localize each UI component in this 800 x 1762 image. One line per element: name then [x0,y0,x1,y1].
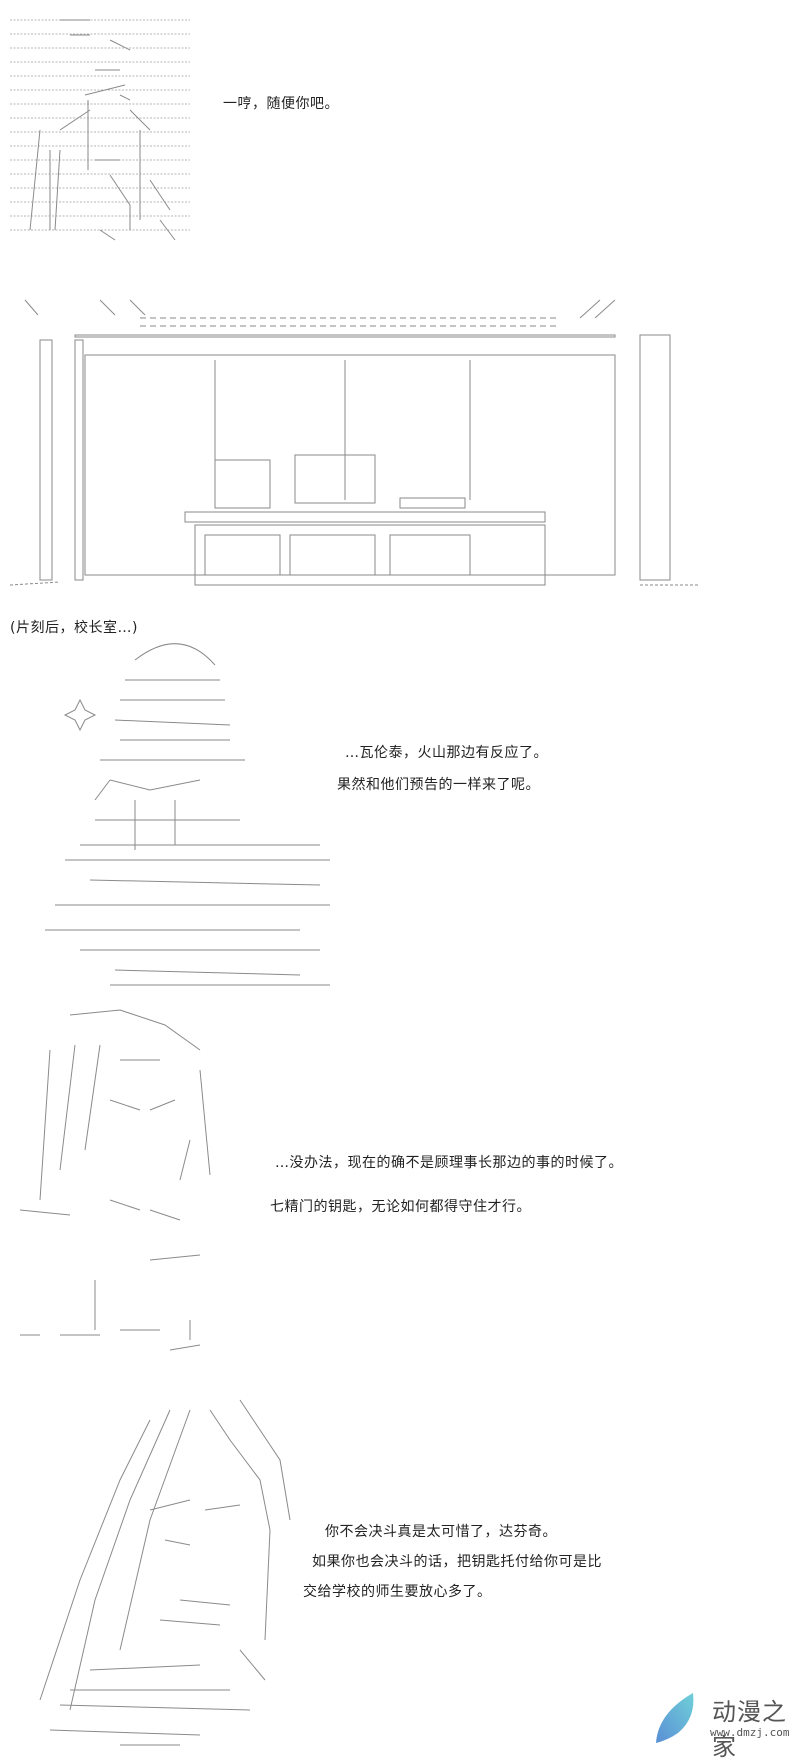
feather-icon [656,1693,694,1743]
dialogue-line: 你不会决斗真是太可惜了，达芬奇。 [325,1524,557,1540]
ascii-figure-4 [39,1399,291,1746]
ascii-figure-1 [10,19,190,231]
ascii-figure-2 [45,643,330,986]
ascii-room-scene [9,299,700,586]
ascii-figure-3 [19,1009,211,1351]
dialogue-line: …瓦伦泰，火山那边有反应了。 [345,745,548,761]
watermark-logo: 动漫之家 www.dmzj.com [640,1688,790,1761]
dialogue-line: 交给学校的师生要放心多了。 [303,1584,492,1600]
ascii-figure-1-lines [29,19,176,241]
dialogue-line: 一哼，随便你吧。 [223,96,339,112]
dialogue-line: 果然和他们预告的一样来了呢。 [337,777,540,793]
scene-caption: (片刻后，校长室…) [10,620,138,636]
dialogue-line: 七精门的钥匙，无论如何都得守住才行。 [270,1199,531,1215]
watermark-name: 动漫之家 [712,1698,787,1761]
dialogue-line: 如果你也会决斗的话，把钥匙托付给你可是比 [312,1554,602,1570]
watermark-url: www.dmzj.com [710,1726,790,1739]
dialogue-line: …没办法，现在的确不是顾理事长那边的事的时候了。 [275,1155,623,1171]
